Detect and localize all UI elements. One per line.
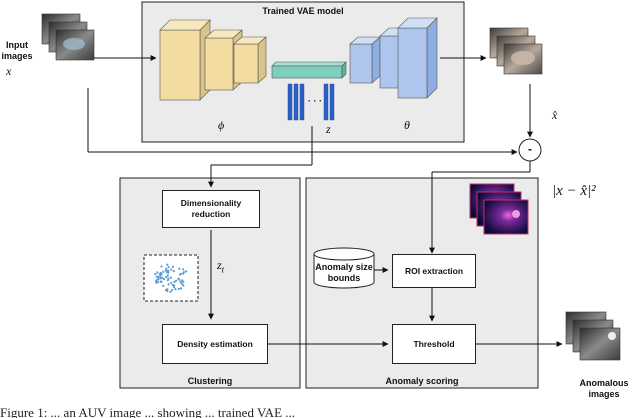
reconstruction-variable: x̂ bbox=[552, 108, 558, 122]
scatter-point bbox=[173, 280, 176, 283]
input-image-stack bbox=[41, 13, 95, 61]
scatter-point bbox=[167, 283, 170, 286]
reduced-latent-zt: zt bbox=[217, 258, 225, 275]
reconstruction-error-expression: |x − x̂|² bbox=[552, 183, 596, 199]
scatter-point bbox=[161, 276, 164, 279]
scatter-point bbox=[160, 265, 163, 268]
dimensionality-reduction-label: Dimensionality reduction bbox=[180, 198, 242, 219]
error-heatmap-stack bbox=[469, 183, 529, 235]
scatter-point bbox=[156, 277, 159, 280]
scatter-point bbox=[158, 272, 161, 275]
scatter-point bbox=[177, 287, 180, 291]
scatter-point bbox=[171, 265, 174, 268]
scatter-point bbox=[167, 269, 170, 272]
scatter-point bbox=[169, 290, 172, 293]
scatter-point bbox=[173, 284, 176, 287]
scatter-point bbox=[165, 276, 168, 279]
scatter-point bbox=[178, 278, 181, 281]
scatter-point bbox=[178, 267, 181, 270]
scatter-point bbox=[159, 274, 162, 277]
scatter-point bbox=[170, 288, 174, 292]
anomalous-image-stack bbox=[565, 311, 621, 361]
scatter-point bbox=[166, 263, 169, 266]
scatter-point bbox=[159, 277, 162, 280]
scatter-point bbox=[162, 270, 165, 273]
scatter-point bbox=[164, 269, 167, 272]
scatter-point bbox=[157, 275, 160, 278]
decoder-blocks bbox=[349, 17, 438, 99]
scatter-point bbox=[185, 270, 188, 273]
scatter-point bbox=[172, 270, 175, 273]
scatter-point bbox=[179, 280, 182, 283]
dimensionality-reduction-box: Dimensionality reduction bbox=[162, 190, 260, 228]
scatter-point bbox=[154, 273, 157, 276]
latent-layer bbox=[271, 61, 347, 79]
scatter-point bbox=[155, 279, 158, 282]
connectors bbox=[87, 55, 563, 347]
anomaly-size-bounds-cylinder bbox=[313, 247, 375, 289]
latent-units bbox=[287, 83, 335, 121]
decoder-theta: θ bbox=[404, 118, 410, 132]
clustering-label: Clustering bbox=[187, 376, 233, 386]
threshold-label: Threshold bbox=[413, 338, 455, 349]
zt-subscript: t bbox=[221, 264, 225, 275]
anomaly-size-bounds-label: Anomaly size bounds bbox=[315, 262, 373, 283]
minus-sign: - bbox=[528, 142, 532, 156]
latent-z: z bbox=[326, 122, 331, 136]
scatter-point bbox=[169, 276, 172, 279]
scatter-point bbox=[179, 287, 183, 290]
vae-title: Trained VAE model bbox=[262, 6, 344, 16]
scatter-point bbox=[167, 266, 170, 269]
scatter-point bbox=[156, 271, 159, 274]
figure-caption: Figure 1: ... an AUV image ... showing .… bbox=[0, 406, 296, 418]
scatter-point bbox=[173, 286, 176, 289]
scatter-point bbox=[160, 280, 163, 284]
roi-extraction-label: ROI extraction bbox=[404, 265, 464, 276]
scatter-point bbox=[165, 267, 168, 270]
density-estimation-box: Density estimation bbox=[162, 324, 268, 364]
input-images-label: Input images bbox=[1, 40, 33, 61]
encoder-phi: ϕ bbox=[218, 118, 225, 132]
scatter-point bbox=[182, 272, 185, 275]
scatter-point bbox=[166, 274, 169, 277]
latent-scatter-points bbox=[154, 263, 188, 293]
scatter-point bbox=[170, 281, 173, 284]
scatter-point bbox=[166, 271, 169, 274]
scatter-point bbox=[160, 273, 163, 276]
scatter-point bbox=[166, 279, 169, 282]
density-estimation-label: Density estimation bbox=[177, 338, 253, 349]
reconstruction-image-stack bbox=[489, 27, 543, 75]
latent-ellipsis: · · · bbox=[308, 96, 322, 106]
scatter-point bbox=[155, 281, 158, 284]
threshold-box: Threshold bbox=[392, 324, 476, 364]
scatter-point bbox=[170, 268, 173, 271]
scatter-point bbox=[174, 288, 177, 291]
scatter-point bbox=[175, 279, 178, 282]
scatter-point bbox=[182, 280, 185, 283]
scatter-point bbox=[179, 272, 182, 275]
scatter-point bbox=[162, 278, 165, 281]
roi-extraction-box: ROI extraction bbox=[392, 254, 476, 288]
scatter-point bbox=[166, 288, 169, 291]
scatter-point bbox=[162, 284, 165, 287]
anomalous-images-label: Anomalous images bbox=[579, 378, 629, 399]
anomaly-scoring-label: Anomaly scoring bbox=[385, 376, 459, 386]
input-variable: x bbox=[6, 64, 12, 78]
scatter-point bbox=[181, 283, 184, 286]
scatter-point bbox=[182, 268, 185, 271]
scatter-point bbox=[155, 275, 158, 278]
encoder-blocks bbox=[159, 19, 267, 101]
